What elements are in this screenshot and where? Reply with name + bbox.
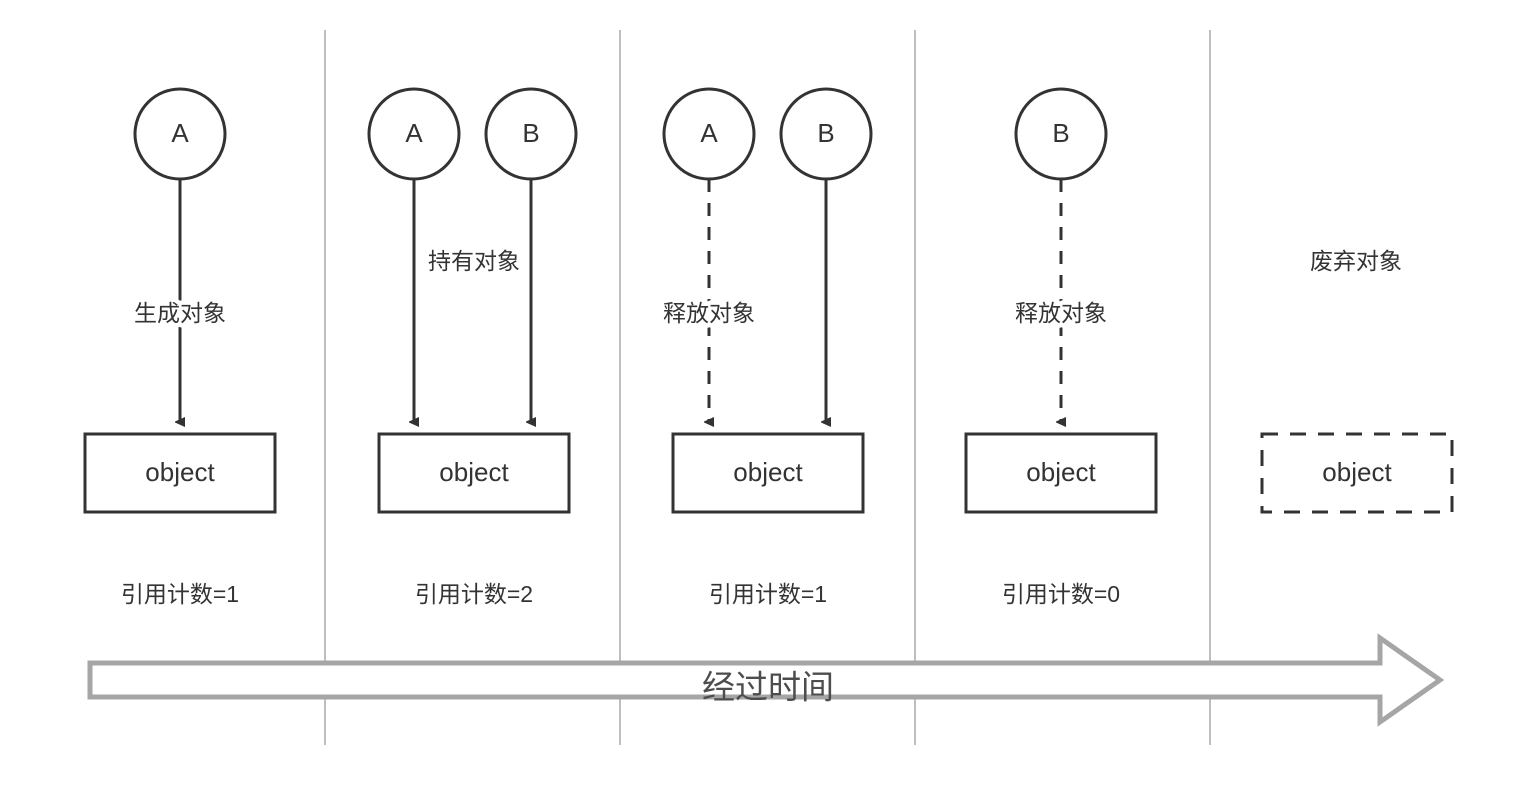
- node-circle-a: [662, 87, 756, 181]
- object-box-rect-solid: [671, 432, 865, 514]
- object-box-label: object: [1026, 457, 1096, 487]
- panel-2-edge-label: 持有对象: [428, 248, 520, 274]
- node-circle-a: [367, 87, 461, 181]
- panel-2-node-b: B: [484, 87, 578, 181]
- node-circle-b: [779, 87, 873, 181]
- panel-2-reference-count-label: 引用计数=2: [415, 581, 533, 607]
- panel-4-reference-count-label: 引用计数=0: [1002, 581, 1120, 607]
- object-boxes-group: object object object object object: [83, 432, 1454, 514]
- object-box-label: object: [439, 457, 509, 487]
- arrows-group: [180, 179, 1061, 422]
- panel-3-object-box: object: [671, 432, 865, 514]
- panel-2-node-a: A: [367, 87, 461, 181]
- object-box-rect-solid: [377, 432, 571, 514]
- panel-2-edge-label-halo: 持有对象: [428, 248, 520, 274]
- node-label-b: B: [1052, 118, 1069, 148]
- panel-1-object-box: object: [83, 432, 277, 514]
- panel-5-edge-label: 废弃对象: [1310, 248, 1402, 274]
- object-box-rect-dashed: [1260, 432, 1454, 514]
- panel-1-node-a: A: [133, 87, 227, 181]
- panel-1-edge-label-halo: 生成对象: [134, 300, 226, 326]
- panel-1-reference-count-label: 引用计数=1: [121, 581, 239, 607]
- timeline-arrow-shape: [87, 633, 1445, 727]
- panel-2-object-box: object: [377, 432, 571, 514]
- panel-4-node-b: B: [1014, 87, 1108, 181]
- panel-3-node-a: A: [662, 87, 756, 181]
- timeline-label: 经过时间: [702, 669, 834, 706]
- object-box-label: object: [733, 457, 803, 487]
- reference-count-labels-group: 引用计数=1 引用计数=2 引用计数=1 引用计数=0: [121, 581, 1120, 607]
- panel-3-edge-label: 释放对象: [663, 300, 755, 326]
- panel-5-object-box: object: [1260, 432, 1454, 514]
- edge-labels-group: 生成对象生成对象持有对象持有对象释放对象释放对象释放对象释放对象废弃对象废弃对象: [130, 244, 1407, 331]
- object-box-rect-solid: [83, 432, 277, 514]
- node-label-b: B: [522, 118, 539, 148]
- panel-3-reference-count-label: 引用计数=1: [709, 581, 827, 607]
- node-circle-a: [133, 87, 227, 181]
- object-box-label: object: [145, 457, 215, 487]
- object-box-rect-solid: [964, 432, 1158, 514]
- timeline-arrow: 经过时间: [87, 633, 1445, 727]
- node-circle-b: [1014, 87, 1108, 181]
- panel-4-object-box: object: [964, 432, 1158, 514]
- panel-3-node-b: B: [779, 87, 873, 181]
- panel-4-edge-label-halo: 释放对象: [1015, 300, 1107, 326]
- node-label-a: A: [405, 118, 423, 148]
- object-box-label: object: [1322, 457, 1392, 487]
- node-label-a: A: [700, 118, 718, 148]
- panel-dividers: [324, 30, 1211, 745]
- panel-3-edge-label-halo: 释放对象: [663, 300, 755, 326]
- panel-4-edge-label: 释放对象: [1015, 300, 1107, 326]
- panel-1-edge-label: 生成对象: [134, 300, 226, 326]
- node-label-a: A: [171, 118, 189, 148]
- node-circle-b: [484, 87, 578, 181]
- panel-5-edge-label-halo: 废弃对象: [1310, 248, 1402, 274]
- node-label-b: B: [817, 118, 834, 148]
